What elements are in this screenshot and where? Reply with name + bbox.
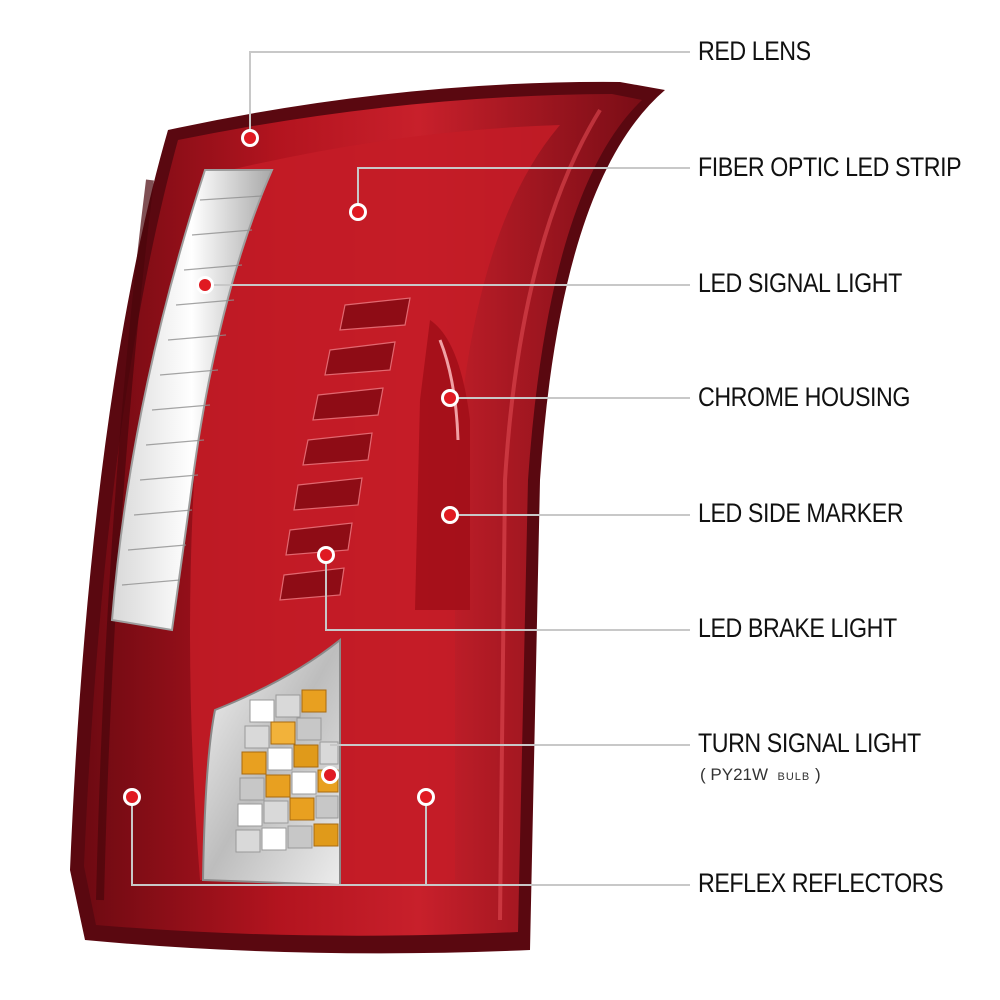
dot-red-lens [241,129,259,147]
label-fiber-optic-led-strip: FIBER OPTIC LED STRIP [698,152,962,182]
bulb-paren-close: ) [810,765,821,784]
label-turn-signal-light: TURN SIGNAL LIGHT [698,728,921,758]
leader-lines [131,51,690,886]
led-signal-strip [110,169,274,632]
bulb-word: BULB [777,771,811,783]
bulb-model: PY21W [710,765,769,784]
dot-reflex-left [123,788,141,806]
strip-facets [121,195,263,586]
bulb-paren-open: ( [700,765,711,784]
dot-fiber-optic [349,203,367,221]
marker-dots [123,129,459,806]
dot-reflex-right [417,788,435,806]
leader-brake [325,555,690,631]
dot-led-signal [196,276,214,294]
label-chrome-housing: CHROME HOUSING [698,382,911,412]
label-red-lens: RED LENS [698,36,811,66]
dot-chrome-housing [441,389,459,407]
label-led-side-marker: LED SIDE MARKER [698,498,904,528]
label-reflex-reflectors: REFLEX REFLECTORS [698,868,944,898]
leader-reflex [131,797,690,886]
leader-fiber-optic [357,167,690,212]
dot-brake [317,546,335,564]
label-turn-signal-bulb: ( PY21W BULB ) [700,765,821,785]
dot-side-marker [441,506,459,524]
label-led-signal-light: LED SIGNAL LIGHT [698,268,902,298]
brake-light-rows [279,297,411,601]
label-led-brake-light: LED BRAKE LIGHT [698,613,897,643]
leader-red-lens [249,51,690,138]
dot-turn-signal [321,766,339,784]
